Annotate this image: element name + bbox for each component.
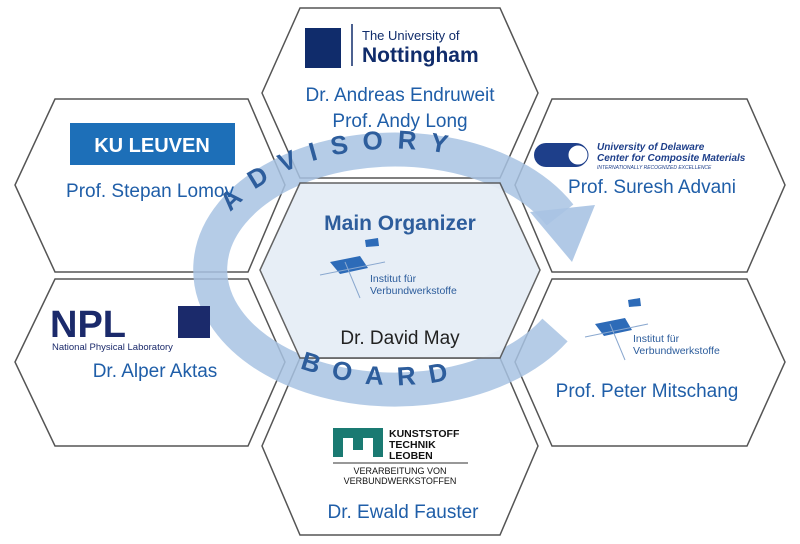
svg-text:Nottingham: Nottingham — [362, 44, 479, 67]
person-name: Dr. Alper Aktas — [93, 361, 218, 382]
hex-center — [259, 182, 541, 359]
ring-arrow — [193, 132, 574, 407]
svg-text:VERARBEITUNG VON: VERARBEITUNG VON — [353, 466, 446, 476]
svg-text:Institut für: Institut für — [370, 273, 417, 285]
svg-text:Verbundwerkstoffe: Verbundwerkstoffe — [370, 285, 457, 297]
person-name: Prof. Stepan Lomov — [66, 181, 234, 202]
svg-text:INTERNATIONALLY RECOGNIZED EXC: INTERNATIONALLY RECOGNIZED EXCELLENCE — [597, 165, 712, 171]
hex-ivw — [514, 278, 786, 447]
ivw-logo: Institut für Verbundwerkstoffe — [584, 298, 720, 361]
main-organizer-person: Dr. David May — [340, 328, 460, 349]
svg-text:VERBUNDWERKSTOFFEN: VERBUNDWERKSTOFFEN — [344, 476, 457, 486]
ku-leuven-logo: KU LEUVEN — [70, 123, 235, 165]
svg-text:NPL: NPL — [50, 304, 126, 346]
nottingham-logo: The University of Nottingham — [305, 24, 479, 68]
svg-text:KU LEUVEN: KU LEUVEN — [94, 135, 210, 157]
svg-text:National Physical Laboratory: National Physical Laboratory — [52, 342, 173, 353]
ivw-logo: Institut für Verbundwerkstoffe — [319, 238, 457, 299]
person-name: Dr. Ewald Fauster — [328, 502, 480, 523]
ring-arrowhead — [530, 205, 595, 262]
svg-text:TECHNIK: TECHNIK — [389, 439, 436, 451]
npl-logo: NPL National Physical Laboratory — [50, 304, 210, 353]
leoben-logo: KUNSTSTOFF TECHNIK LEOBEN VERARBEITUNG V… — [333, 428, 468, 486]
svg-text:Verbundwerkstoffe: Verbundwerkstoffe — [633, 345, 720, 357]
person-name: Dr. Andreas Endruweit — [305, 85, 495, 106]
delaware-logo: University of Delaware Center for Compos… — [534, 142, 746, 171]
person-name: Prof. Peter Mitschang — [556, 381, 739, 402]
person-name: Prof. Suresh Advani — [568, 177, 736, 198]
svg-text:LEOBEN: LEOBEN — [389, 450, 433, 462]
main-organizer-title: Main Organizer — [324, 212, 476, 235]
svg-text:Center for Composite Materials: Center for Composite Materials — [597, 153, 746, 164]
svg-text:Institut für: Institut für — [633, 333, 680, 345]
person-name: Prof. Andy Long — [332, 111, 467, 132]
svg-text:KUNSTSTOFF: KUNSTSTOFF — [389, 428, 460, 440]
svg-text:University of Delaware: University of Delaware — [597, 142, 705, 153]
svg-text:The University of: The University of — [362, 28, 460, 43]
